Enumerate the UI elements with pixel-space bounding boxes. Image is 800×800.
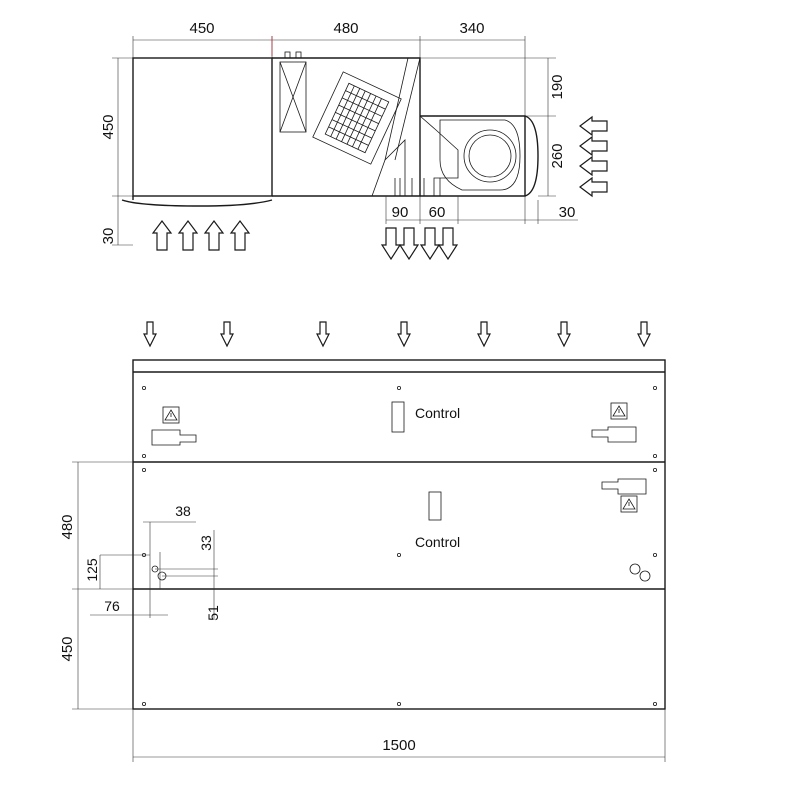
dim-450-height: 450 (100, 114, 117, 139)
arrow-left-icon (579, 176, 608, 198)
connector-left-top (151, 429, 197, 446)
arrow-up-icon (229, 220, 251, 251)
dim-60: 60 (429, 204, 446, 221)
control-label-top: Control (415, 405, 460, 421)
dim-450-width: 450 (189, 20, 214, 37)
arrow-down-icon (397, 321, 411, 348)
dim-125: 125 (84, 558, 100, 582)
drain-port (629, 563, 641, 575)
arrow-up-icon (203, 220, 225, 251)
dim-38: 38 (175, 503, 191, 519)
connector-right-mid (601, 478, 647, 495)
dim-30-right: 30 (559, 204, 576, 221)
bottom-inlet-curve (121, 199, 273, 207)
connector-right-top (591, 426, 637, 443)
dim-480-width: 480 (333, 20, 358, 37)
fan-scroll (439, 119, 521, 191)
arrow-left-icon (579, 115, 608, 137)
arrow-down-icon (220, 321, 234, 348)
dim-1500: 1500 (382, 737, 415, 754)
dim-190: 190 (549, 74, 566, 99)
dim-260: 260 (549, 143, 566, 168)
arrow-down-icon (380, 227, 402, 261)
arrow-down-icon (477, 321, 491, 348)
top-view: 450 480 340 450 30 (100, 20, 608, 261)
warning-triangle-icon (610, 402, 628, 420)
arrow-down-icon (143, 321, 157, 348)
coil-element (279, 61, 307, 133)
warning-triangle-icon (162, 406, 180, 424)
dim-33: 33 (198, 535, 214, 551)
dim-76: 76 (104, 598, 120, 614)
arrow-down-icon (316, 321, 330, 348)
front-view: Control Control (59, 321, 666, 762)
dim-450-vertical: 450 (59, 636, 76, 661)
panel-screws (141, 385, 658, 707)
arrow-down-icon (398, 227, 420, 261)
control-box-top (391, 401, 405, 433)
dim-51: 51 (205, 605, 221, 621)
dim-340-width: 340 (459, 20, 484, 37)
dim-30-left: 30 (100, 228, 117, 245)
control-box-mid (428, 491, 442, 521)
warning-triangle-icon (620, 495, 638, 513)
outlet-flange (524, 115, 539, 197)
heat-exchanger (312, 71, 402, 165)
fan-wheel (463, 129, 517, 183)
unit-housing (132, 359, 666, 710)
arrow-up-icon (151, 220, 173, 251)
arrow-down-icon (437, 227, 459, 261)
arrow-down-icon (557, 321, 571, 348)
arrow-left-icon (579, 155, 608, 177)
arrow-up-icon (177, 220, 199, 251)
drain-port (639, 570, 651, 582)
filter-box (132, 57, 273, 197)
arrow-down-icon (637, 321, 651, 348)
dim-90: 90 (392, 204, 409, 221)
dim-480-vertical: 480 (59, 514, 76, 539)
arrow-down-icon (419, 227, 441, 261)
arrow-left-icon (579, 135, 608, 157)
control-label-mid: Control (415, 534, 460, 550)
